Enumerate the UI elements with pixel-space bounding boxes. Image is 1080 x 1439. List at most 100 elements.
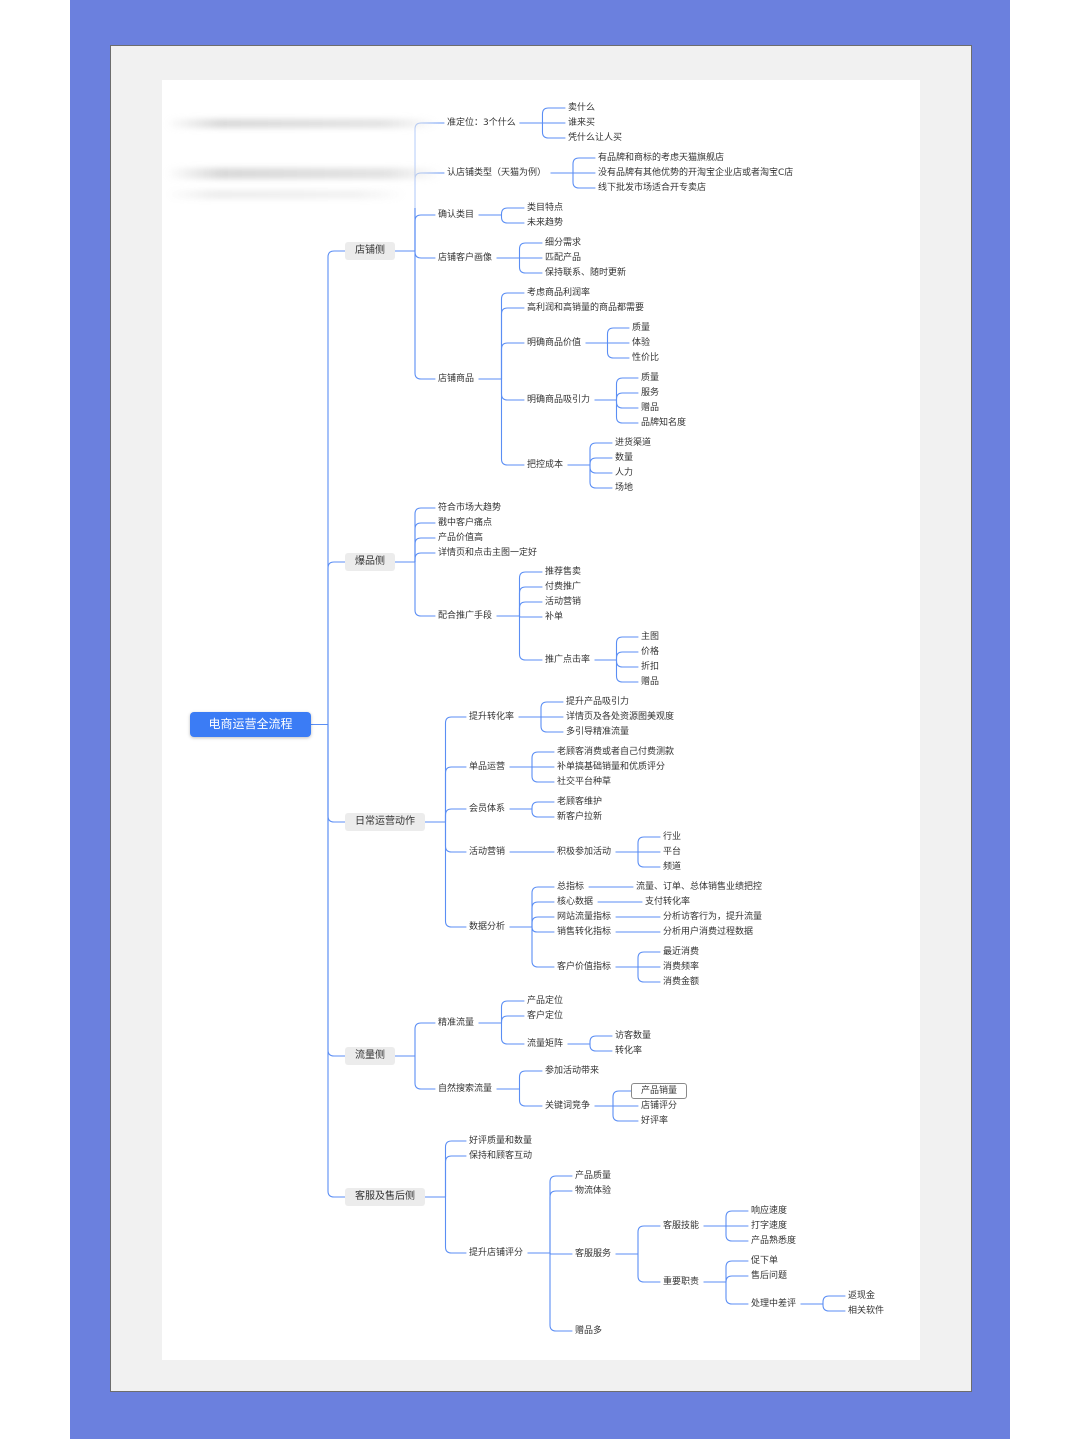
topic-node: 质量 — [641, 373, 660, 383]
topic-node: 数量 — [615, 453, 634, 463]
topic-node: 客服服务 — [575, 1249, 612, 1259]
topic-node: 符合市场大趋势 — [438, 503, 502, 513]
topic-node: 老顾客消费或者自己付费测款 — [557, 747, 675, 757]
topic-node: 谁来买 — [568, 118, 596, 128]
topic-node: 客户价值指标 — [557, 962, 612, 972]
branch-node: 流量侧 — [345, 1047, 395, 1065]
topic-node: 明确商品价值 — [527, 338, 582, 348]
topic-node: 详情页和点击主图一定好 — [438, 548, 538, 558]
topic-node: 补单 — [545, 612, 564, 622]
topic-node: 活动营销 — [545, 597, 582, 607]
topic-node: 响应速度 — [751, 1206, 788, 1216]
topic-node: 积极参加活动 — [557, 847, 612, 857]
topic-node: 转化率 — [615, 1046, 643, 1056]
topic-node: 没有品牌有其他优势的开淘宝企业店或者淘宝C店 — [598, 168, 794, 178]
topic-node: 场地 — [615, 483, 634, 493]
topic-node: 店铺商品 — [438, 374, 475, 384]
topic-node: 未来趋势 — [527, 218, 564, 228]
topic-node: 平台 — [663, 847, 682, 857]
topic-node: 销售转化指标 — [557, 927, 612, 937]
topic-node: 性价比 — [632, 353, 660, 363]
topic-node: 提升转化率 — [469, 712, 515, 722]
branch-node: 爆品侧 — [345, 553, 395, 571]
branch-node: 日常运营动作 — [345, 813, 425, 831]
topic-node: 会员体系 — [469, 804, 506, 814]
topic-node: 精准流量 — [438, 1018, 475, 1028]
topic-node: 店铺客户画像 — [438, 253, 493, 263]
topic-node: 返现金 — [848, 1291, 876, 1301]
topic-node: 折扣 — [641, 662, 660, 672]
topic-node: 考虑商品利润率 — [527, 288, 591, 298]
topic-node: 准定位：3个什么 — [447, 118, 516, 128]
topic-node: 服务 — [641, 388, 660, 398]
topic-node: 补单搞基础销量和优质评分 — [557, 762, 666, 772]
root-node: 电商运营全流程 — [190, 712, 311, 737]
topic-node: 新客户拉新 — [557, 812, 603, 822]
topic-node: 推广点击率 — [545, 655, 591, 665]
topic-node: 关键词竞争 — [545, 1101, 591, 1111]
topic-node: 质量 — [632, 323, 651, 333]
topic-node: 核心数据 — [557, 897, 594, 907]
topic-node: 行业 — [663, 832, 682, 842]
topic-node: 产品质量 — [575, 1171, 612, 1181]
topic-node: 支付转化率 — [645, 897, 691, 907]
topic-node: 重要职责 — [663, 1277, 700, 1287]
topic-node: 产品价值高 — [438, 533, 484, 543]
branch-node: 店铺侧 — [345, 242, 395, 260]
topic-node: 类目特点 — [527, 203, 564, 213]
topic-node: 把控成本 — [527, 460, 564, 470]
topic-node: 体验 — [632, 338, 651, 348]
topic-node: 好评质量和数量 — [469, 1136, 533, 1146]
topic-node: 总指标 — [557, 882, 585, 892]
topic-node: 匹配产品 — [545, 253, 582, 263]
topic-node: 进货渠道 — [615, 438, 652, 448]
topic-node: 客服技能 — [663, 1221, 700, 1231]
topic-node: 分析用户消费过程数据 — [663, 927, 754, 937]
topic-node: 提升产品吸引力 — [566, 697, 630, 707]
topic-node: 店铺评分 — [641, 1101, 678, 1111]
topic-node: 细分需求 — [545, 238, 582, 248]
topic-node: 自然搜索流量 — [438, 1084, 493, 1094]
topic-node: 赠品 — [641, 403, 660, 413]
topic-node: 卖什么 — [568, 103, 596, 113]
topic-node: 戳中客户痛点 — [438, 518, 493, 528]
topic-node: 品牌知名度 — [641, 418, 687, 428]
topic-node: 推荐售卖 — [545, 567, 582, 577]
topic-node: 价格 — [641, 647, 660, 657]
topic-node: 产品熟悉度 — [751, 1236, 797, 1246]
topic-node: 售后问题 — [751, 1271, 788, 1281]
topic-node: 消费频率 — [663, 962, 700, 972]
topic-node: 数据分析 — [469, 922, 506, 932]
topic-node: 单品运营 — [469, 762, 506, 772]
topic-node: 详情页及各处资源图美观度 — [566, 712, 675, 722]
blur-streak — [166, 168, 442, 179]
topic-node: 确认类目 — [438, 210, 475, 220]
topic-node: 网站流量指标 — [557, 912, 612, 922]
topic-node: 分析访客行为，提升流量 — [663, 912, 763, 922]
topic-node: 流量、订单、总体销售业绩把控 — [636, 882, 763, 892]
topic-node: 好评率 — [641, 1116, 669, 1126]
topic-node: 高利润和高销量的商品都需要 — [527, 303, 645, 313]
blur-streak — [166, 119, 438, 128]
topic-node: 有品牌和商标的考虑天猫旗舰店 — [598, 153, 725, 163]
topic-node: 相关软件 — [848, 1306, 885, 1316]
topic-node: 客户定位 — [527, 1011, 564, 1021]
topic-node: 流量矩阵 — [527, 1039, 564, 1049]
topic-node: 配合推广手段 — [438, 611, 493, 621]
topic-node: 老顾客维护 — [557, 797, 603, 807]
topic-node: 访客数量 — [615, 1031, 652, 1041]
topic-node: 打字速度 — [751, 1221, 788, 1231]
selected-topic-node: 产品销量 — [631, 1083, 688, 1099]
topic-node: 社交平台种草 — [557, 777, 612, 787]
topic-node: 促下单 — [751, 1256, 779, 1266]
topic-node: 消费金额 — [663, 977, 700, 987]
branch-node: 客服及售后侧 — [345, 1188, 425, 1206]
topic-node: 人力 — [615, 468, 634, 478]
topic-node: 处理中差评 — [751, 1299, 797, 1309]
topic-node: 保持联系、随时更新 — [545, 268, 627, 278]
topic-node: 频道 — [663, 862, 682, 872]
blur-overlay — [162, 112, 444, 208]
topic-node: 凭什么让人买 — [568, 133, 623, 143]
